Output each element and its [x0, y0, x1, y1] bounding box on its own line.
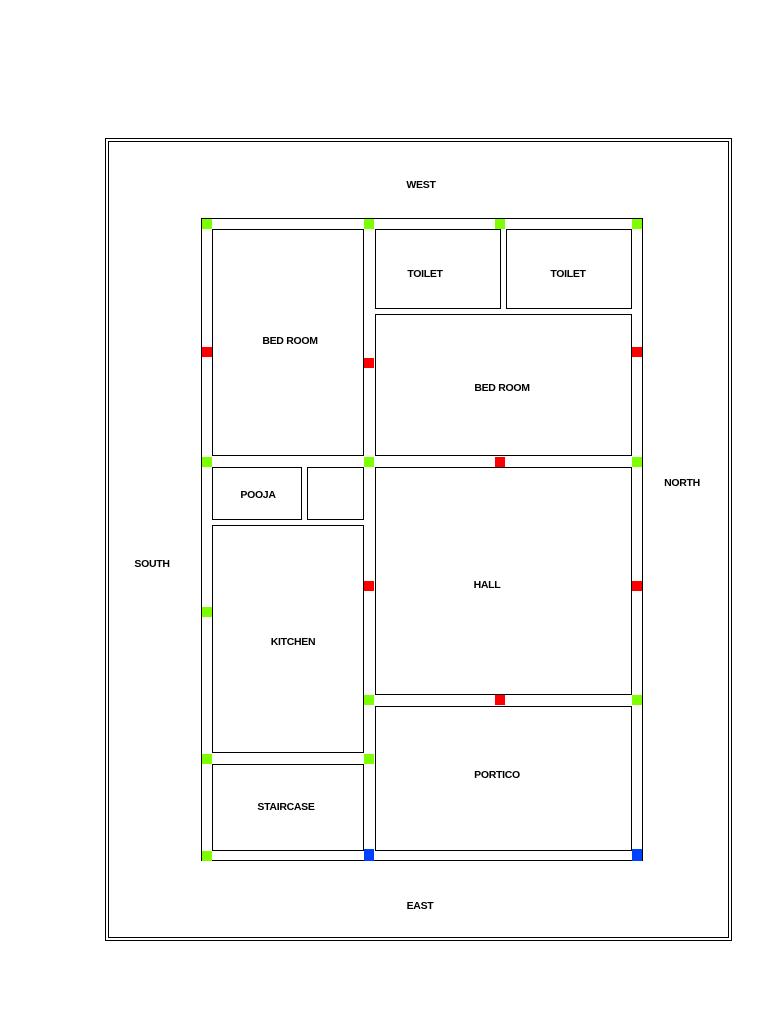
room-hall [375, 467, 632, 695]
column-marker [364, 457, 374, 467]
column-marker [495, 219, 505, 229]
column-marker [495, 695, 505, 705]
column-marker [495, 457, 505, 467]
sheet-border-inner [108, 141, 729, 938]
direction-west: WEST [406, 179, 436, 191]
column-marker [202, 607, 212, 617]
label-staircase: STAIRCASE [257, 801, 315, 813]
column-marker [364, 754, 374, 764]
room-pooja [212, 467, 302, 520]
room-staircase [212, 764, 364, 851]
column-marker [632, 457, 642, 467]
direction-south: SOUTH [134, 558, 170, 570]
room-toilet-2 [506, 229, 632, 309]
label-pooja: POOJA [240, 489, 276, 501]
room-store [307, 467, 364, 520]
label-portico: PORTICO [474, 769, 520, 781]
column-marker [364, 358, 374, 368]
sheet-border-outer [105, 138, 732, 941]
column-marker [364, 219, 374, 229]
label-toilet-1: TOILET [407, 268, 443, 280]
column-marker [632, 347, 642, 357]
room-toilet-1 [375, 229, 501, 309]
column-marker [632, 219, 642, 229]
room-bed-room-south [212, 229, 364, 456]
column-marker [364, 849, 374, 861]
building-outline [201, 218, 643, 861]
label-kitchen: KITCHEN [270, 636, 316, 648]
column-marker [202, 851, 212, 861]
column-marker [632, 695, 642, 705]
label-bed-room-north: BED ROOM [474, 382, 530, 394]
room-bed-room-north [375, 314, 632, 456]
direction-north: NORTH [664, 477, 700, 489]
column-marker [364, 581, 374, 591]
column-marker [632, 581, 642, 591]
label-bed-room-south: BED ROOM [262, 335, 318, 347]
column-marker [364, 695, 374, 705]
column-marker [202, 347, 212, 357]
column-marker [202, 219, 212, 229]
column-marker [202, 754, 212, 764]
column-marker [202, 457, 212, 467]
room-kitchen [212, 525, 364, 753]
label-hall: HALL [473, 579, 501, 591]
direction-east: EAST [406, 900, 434, 912]
column-marker [632, 849, 642, 861]
label-toilet-2: TOILET [550, 268, 586, 280]
room-portico [375, 706, 632, 851]
